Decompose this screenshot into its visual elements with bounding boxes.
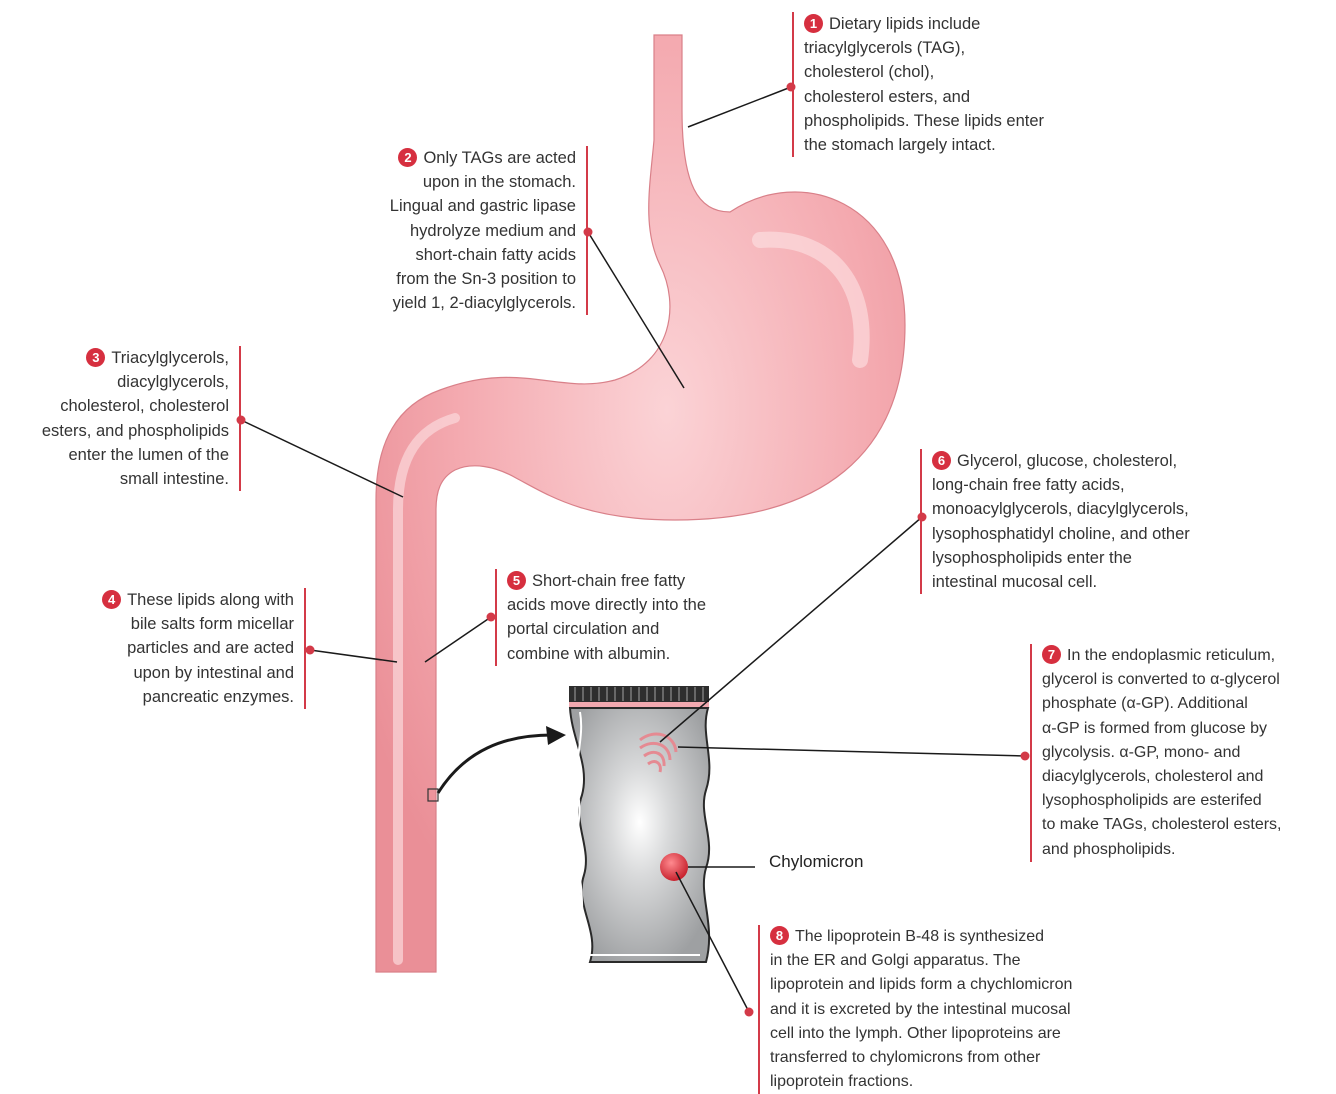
callout-1-number: 1 — [804, 14, 823, 33]
callout-8-line-3: lipoprotein and lipids form a chychlomic… — [770, 973, 1072, 997]
callout-5-line-2: acids move directly into the — [507, 593, 706, 617]
callout-1-line-2: triacylglycerols (TAG), — [804, 36, 1044, 60]
callout-8-line-2: in the ER and Golgi apparatus. The — [770, 949, 1072, 973]
callout-7-line-6: diacylglycerols, cholesterol and — [1042, 765, 1282, 789]
callout-3-line-4: esters, and phospholipids — [42, 419, 229, 443]
callout-2-line-2: upon in the stomach. — [390, 170, 576, 194]
callout-3-line-2: diacylglycerols, — [42, 370, 229, 394]
callout-7-line-4: α-GP is formed from glucose by — [1042, 717, 1282, 741]
callout-7-number: 7 — [1042, 645, 1061, 664]
callout-3-line-5: enter the lumen of the — [42, 443, 229, 467]
callout-5-line-4: combine with albumin. — [507, 642, 706, 666]
callout-7-line-8: to make TAGs, cholesterol esters, — [1042, 813, 1282, 837]
callout-8-number: 8 — [770, 926, 789, 945]
callout-4-line-3: particles and are acted — [102, 636, 294, 660]
cell-body — [570, 708, 709, 962]
callout-4-line-4: upon by intestinal and — [102, 661, 294, 685]
callout-8-line-7: lipoprotein fractions. — [770, 1070, 1072, 1094]
callout-1-line-3: cholesterol (chol), — [804, 60, 1044, 84]
callout-7-line-5: glycolysis. α-GP, mono- and — [1042, 741, 1282, 765]
callout-6-number: 6 — [932, 451, 951, 470]
callout-8-line-4: and it is excreted by the intestinal muc… — [770, 998, 1072, 1022]
callout-7-line-9: and phospholipids. — [1042, 838, 1282, 862]
callout-1-line-6: the stomach largely intact. — [804, 133, 1044, 157]
chylomicron-label: Chylomicron — [769, 852, 863, 872]
callout-8-line-5: cell into the lymph. Other lipoproteins … — [770, 1022, 1072, 1046]
callout-4-line-5: pancreatic enzymes. — [102, 685, 294, 709]
callout-6-line-3: monoacylglycerols, diacylglycerols, — [932, 497, 1190, 521]
callout-2-line-7: yield 1, 2-diacylglycerols. — [390, 291, 576, 315]
callout-4-line-2: bile salts form micellar — [102, 612, 294, 636]
callout-5-number: 5 — [507, 571, 526, 590]
callout-2-line-6: from the Sn-3 position to — [390, 267, 576, 291]
callout-6-line-4: lysophosphatidyl choline, and other — [932, 522, 1190, 546]
callout-8-line-6: transferred to chylomicrons from other — [770, 1046, 1072, 1070]
callout-7-line-7: lysophospholipids are esterifed — [1042, 789, 1282, 813]
callout-7-line-3: phosphate (α-GP). Additional — [1042, 692, 1282, 716]
callout-1-line-4: cholesterol esters, and — [804, 85, 1044, 109]
callout-3-line-6: small intestine. — [42, 467, 229, 491]
callout-1-line-5: phospholipids. These lipids enter — [804, 109, 1044, 133]
callout-2-line-4: hydrolyze medium and — [390, 219, 576, 243]
mucosal-cell — [569, 686, 709, 962]
callout-2-line-3: Lingual and gastric lipase — [390, 194, 576, 218]
magnify-arrow — [438, 726, 566, 793]
chylomicron-particle — [660, 853, 688, 881]
callout-6-line-5: lysophospholipids enter the — [932, 546, 1190, 570]
callout-6-line-6: intestinal mucosal cell. — [932, 570, 1190, 594]
callout-2-line-5: short-chain fatty acids — [390, 243, 576, 267]
callout-3-number: 3 — [86, 348, 105, 367]
callout-2-number: 2 — [398, 148, 417, 167]
callout-4-number: 4 — [102, 590, 121, 609]
callout-5-line-3: portal circulation and — [507, 617, 706, 641]
callout-3-line-3: cholesterol, cholesterol — [42, 394, 229, 418]
callout-6-line-2: long-chain free fatty acids, — [932, 473, 1190, 497]
callout-7-line-2: glycerol is converted to α-glycerol — [1042, 668, 1282, 692]
